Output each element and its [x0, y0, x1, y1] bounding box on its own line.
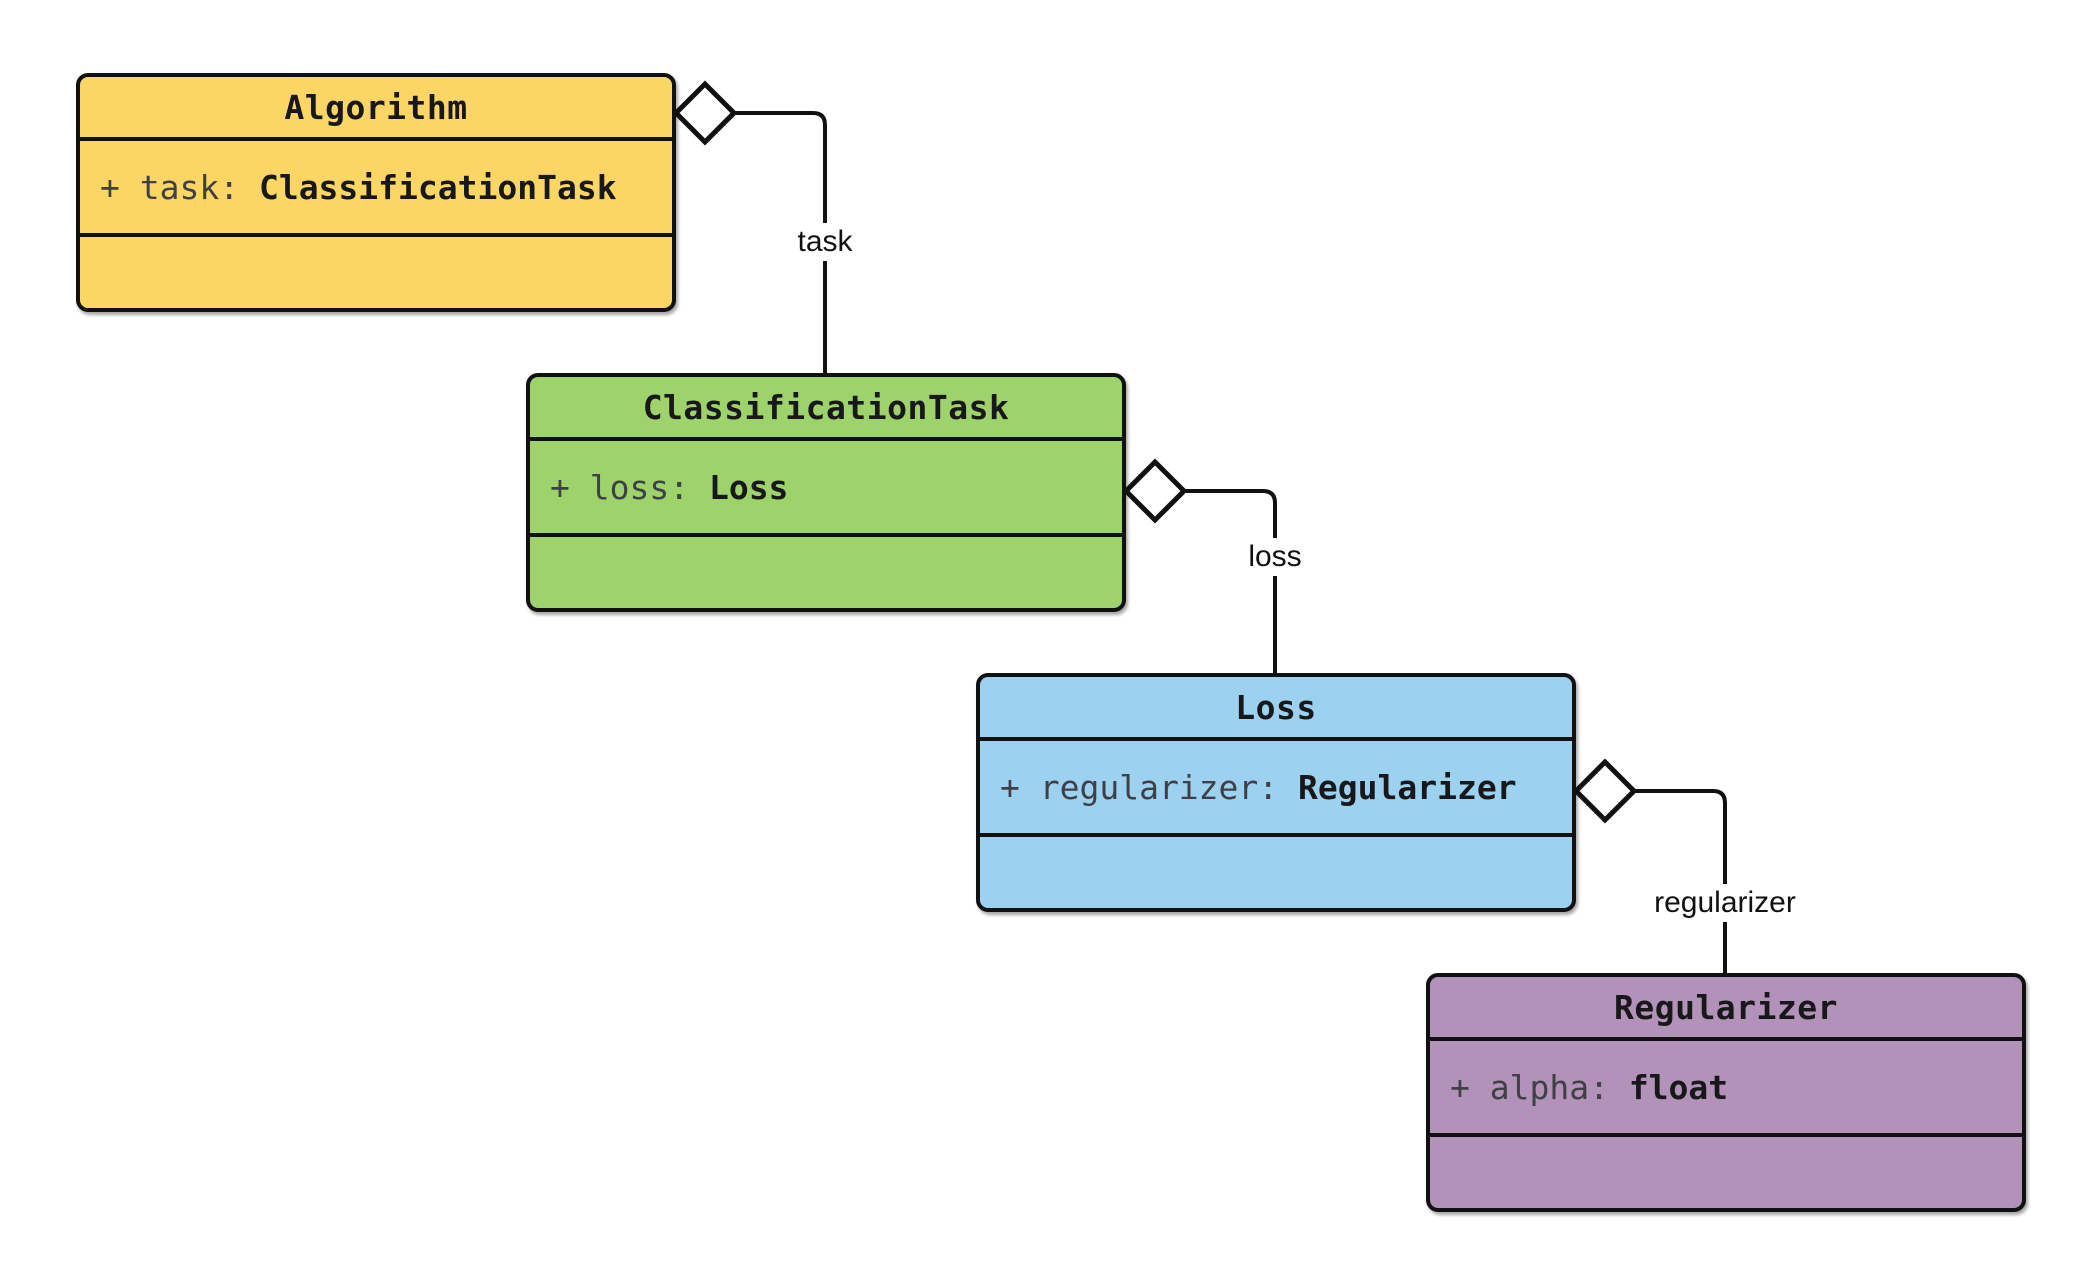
- class-methods-empty: [980, 833, 1572, 908]
- edge-task-line: [734, 111, 827, 373]
- edge-regularizer-line: [1634, 789, 1727, 973]
- attribute-name: + regularizer:: [1000, 767, 1299, 807]
- class-title: Algorithm: [284, 87, 468, 127]
- edge-loss-line: [1184, 489, 1277, 673]
- edge-loss: [1122, 458, 1277, 673]
- class-methods-empty: [80, 233, 672, 308]
- class-box-regularizer: Regularizer + alpha: float: [1426, 973, 2026, 1212]
- edge-label-task: task: [787, 223, 863, 261]
- class-attributes: + alpha: float: [1430, 1037, 2022, 1133]
- class-methods-empty: [530, 533, 1122, 608]
- aggregation-diamond-icon: [1122, 458, 1188, 524]
- attribute-type: ClassificationTask: [258, 167, 617, 207]
- aggregation-diamond-icon: [672, 80, 738, 146]
- aggregation-diamond-icon: [1572, 758, 1638, 824]
- attribute-name: + loss:: [550, 467, 709, 507]
- attribute-name: + task:: [100, 167, 259, 207]
- class-methods-empty: [1430, 1133, 2022, 1208]
- class-attributes: + loss: Loss: [530, 437, 1122, 533]
- edge-label-loss: loss: [1238, 538, 1312, 576]
- attribute-type: Regularizer: [1298, 767, 1517, 807]
- attribute-type: float: [1628, 1067, 1729, 1107]
- class-title: ClassificationTask: [642, 387, 1010, 427]
- class-box-loss: Loss + regularizer: Regularizer: [976, 673, 1576, 912]
- class-box-algorithm: Algorithm + task: ClassificationTask: [76, 73, 676, 312]
- edge-task: [672, 80, 827, 373]
- attribute-name: + alpha:: [1450, 1067, 1629, 1107]
- class-title: Loss: [1235, 687, 1317, 727]
- class-attributes: + task: ClassificationTask: [80, 137, 672, 233]
- class-attributes: + regularizer: Regularizer: [980, 737, 1572, 833]
- edge-regularizer: [1572, 758, 1727, 973]
- class-box-classificationtask: ClassificationTask + loss: Loss: [526, 373, 1126, 612]
- attribute-type: Loss: [708, 467, 789, 507]
- edge-label-regularizer: regularizer: [1644, 884, 1806, 922]
- class-title: Regularizer: [1613, 987, 1839, 1027]
